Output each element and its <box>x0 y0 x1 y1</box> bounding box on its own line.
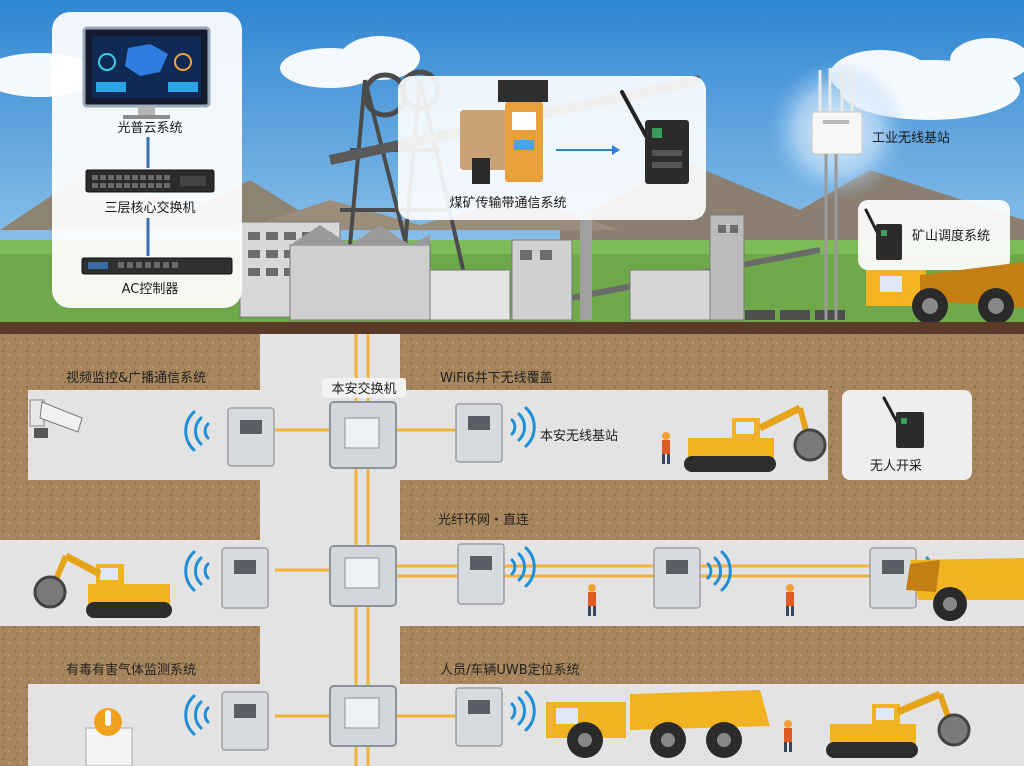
ac-controller-label: AC控制器 <box>122 282 179 297</box>
worker-icon <box>588 432 794 752</box>
router-icon <box>620 90 689 184</box>
ground-line <box>0 322 1024 334</box>
excavator-icon <box>684 404 827 472</box>
gas-monitor-icon <box>85 708 133 766</box>
intrinsic-switch-icon <box>329 401 397 747</box>
video-broadcast-label: 视频监控&广播通信系统 <box>66 371 206 386</box>
dump-truck-icon <box>546 690 770 758</box>
dispatch-router-icon <box>864 208 902 260</box>
excavator-icon <box>33 552 172 618</box>
surface-truck-icon <box>866 262 1024 324</box>
loader-icon <box>906 558 1024 621</box>
dispatch-system-label: 矿山调度系统 <box>912 228 990 244</box>
camera-icon <box>29 399 83 438</box>
base-station-icon <box>221 403 917 751</box>
intrinsic-switch-label: 本安交换机 <box>331 381 396 397</box>
unmanned-router-icon <box>882 396 924 448</box>
fiber-ring-label: 光纤环网・直连 <box>438 512 529 528</box>
monitor-icon <box>82 26 211 119</box>
intrinsic-base-station-label: 本安无线基站 <box>540 429 618 444</box>
core-switch-label: 三层核心交换机 <box>104 200 195 216</box>
industrial-base-station-label: 工业无线基站 <box>872 131 950 146</box>
cloud-system-label: 光普云系统 <box>117 121 182 136</box>
industrial-base-station-icon <box>811 68 863 320</box>
toxic-gas-label: 有毒有害气体监测系统 <box>66 662 196 678</box>
core-switch-icon <box>85 169 215 193</box>
conveyor-device-icon <box>460 80 548 184</box>
unmanned-mining-label: 无人开采 <box>870 459 922 474</box>
ac-controller-icon <box>81 257 233 275</box>
excavator-icon <box>826 690 971 758</box>
uwb-positioning-label: 人员/车辆UWB定位系统 <box>440 662 580 678</box>
wifi6-coverage-label: WiFi6井下无线覆盖 <box>440 371 553 386</box>
transport-system-label: 煤矿传输带通信系统 <box>449 195 566 211</box>
